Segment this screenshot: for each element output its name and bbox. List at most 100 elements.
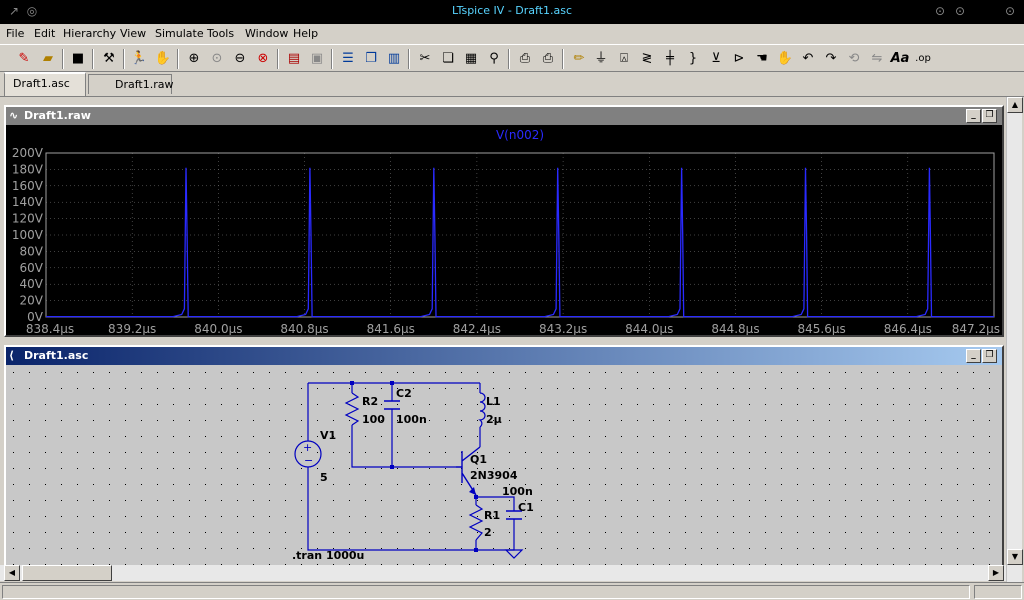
x-tick-label[interactable]: 847.2µs xyxy=(952,322,1000,335)
inductor-icon[interactable]: } xyxy=(688,51,698,66)
wire-icon[interactable]: ✏ xyxy=(573,51,585,66)
menu-hierarchy[interactable]: Hierarchy xyxy=(63,27,117,40)
ground-icon[interactable]: ⏚ xyxy=(594,51,608,66)
l1-value[interactable]: 2µ xyxy=(486,413,502,426)
mirror-icon[interactable]: ⇋ xyxy=(871,51,883,66)
resistor-icon[interactable]: ≷ xyxy=(641,51,653,66)
measure-icon[interactable]: ▣ xyxy=(310,51,324,66)
maximize-icon[interactable]: ⊙ xyxy=(954,4,966,18)
c2-value[interactable]: 100n xyxy=(396,413,427,426)
wire[interactable] xyxy=(307,467,476,551)
cut-icon[interactable]: ✂ xyxy=(419,51,431,66)
resistor-r2[interactable]: R2 100 xyxy=(344,392,385,426)
x-tick-label[interactable]: 843.2µs xyxy=(539,322,587,335)
component-icon[interactable]: ⊳ xyxy=(733,51,745,66)
trace-label[interactable]: V(n002) xyxy=(496,128,544,142)
restore-button[interactable]: ❐ xyxy=(982,109,997,123)
copy-icon[interactable]: ❏ xyxy=(442,51,454,66)
control-panel-icon[interactable]: ⚒ xyxy=(103,51,115,66)
x-tick-label[interactable]: 840.8µs xyxy=(280,322,328,335)
halt-icon[interactable]: ✋ xyxy=(154,51,172,66)
redo-icon[interactable]: ↷ xyxy=(825,51,837,66)
zoom-in-icon[interactable]: ⊕ xyxy=(188,51,200,66)
wire[interactable] xyxy=(351,425,456,468)
text-icon[interactable]: Aa xyxy=(890,51,910,66)
transistor-q1[interactable]: Q1 2N3904 xyxy=(456,446,518,496)
y-tick-label[interactable]: 180V xyxy=(12,162,44,176)
menu-window[interactable]: Window xyxy=(245,27,289,40)
drag-icon[interactable]: ✋ xyxy=(776,51,794,66)
new-schematic-icon[interactable]: ✎ xyxy=(18,51,30,66)
y-tick-label[interactable]: 200V xyxy=(12,146,44,160)
minimize-button[interactable]: _ xyxy=(966,349,981,363)
run-icon[interactable]: 🏃 xyxy=(130,51,148,66)
wire[interactable] xyxy=(476,496,515,511)
trace-v-n002[interactable] xyxy=(46,167,994,318)
print-preview-icon[interactable]: ⎙ xyxy=(519,51,531,66)
menu-file[interactable]: File xyxy=(6,27,25,40)
spice-directive[interactable]: .tran 1000u xyxy=(292,549,364,562)
r2-value[interactable]: 100 xyxy=(362,413,385,426)
tab-draft1-raw[interactable]: Draft1.raw xyxy=(88,74,173,94)
waveform-window-titlebar[interactable]: ∿ Draft1.raw _ ❐ xyxy=(6,107,1002,125)
c1-name[interactable]: C1 xyxy=(518,501,534,514)
label-icon[interactable]: ⍓ xyxy=(620,51,628,66)
minimize-button[interactable]: _ xyxy=(966,109,981,123)
menu-view[interactable]: View xyxy=(120,27,147,40)
inductor-l1[interactable]: L1 2µ xyxy=(478,392,502,428)
cascade-icon[interactable]: ❐ xyxy=(365,51,377,66)
schematic-window-titlebar[interactable]: ⟨ Draft1.asc _ ❐ xyxy=(6,347,1002,365)
q1-value[interactable]: 2N3904 xyxy=(470,469,518,482)
resistor-r1[interactable]: R1 2 xyxy=(468,504,500,541)
r1-name[interactable]: R1 xyxy=(484,509,500,522)
close-icon[interactable]: ⊙ xyxy=(1004,4,1016,18)
zoom-out-icon[interactable]: ⊖ xyxy=(234,51,246,66)
q1-name[interactable]: Q1 xyxy=(470,453,487,466)
y-tick-label[interactable]: 0V xyxy=(27,310,44,324)
x-tick-label[interactable]: 846.4µs xyxy=(884,322,932,335)
v1-value[interactable]: 5 xyxy=(320,471,328,484)
tile-horizontal-icon[interactable]: ☰ xyxy=(342,51,354,66)
r2-name[interactable]: R2 xyxy=(362,395,378,408)
c1-value[interactable]: 100n xyxy=(502,485,533,498)
x-tick-label[interactable]: 844.0µs xyxy=(625,322,673,335)
find-icon[interactable]: ⚲ xyxy=(489,51,499,66)
voltage-source-v1[interactable]: + − V1 5 xyxy=(294,429,336,484)
scroll-up-button[interactable]: ▲ xyxy=(1007,97,1023,113)
menu-tools[interactable]: Tools xyxy=(207,27,235,40)
x-tick-label[interactable]: 845.6µs xyxy=(798,322,846,335)
l1-name[interactable]: L1 xyxy=(486,395,501,408)
zoom-cancel-icon[interactable]: ⊗ xyxy=(257,51,269,66)
spice-directive-icon[interactable]: .op xyxy=(915,53,931,64)
capacitor-icon[interactable]: ╪ xyxy=(666,51,674,66)
window-menu-icon[interactable]: ◎ xyxy=(26,4,38,18)
paste-icon[interactable]: ▦ xyxy=(464,51,478,66)
y-tick-label[interactable]: 40V xyxy=(20,277,44,291)
move-icon[interactable]: ☚ xyxy=(756,51,768,66)
y-tick-label[interactable]: 80V xyxy=(20,244,44,258)
r1-value[interactable]: 2 xyxy=(484,526,492,539)
x-tick-label[interactable]: 844.8µs xyxy=(711,322,759,335)
y-tick-label[interactable]: 100V xyxy=(12,228,44,242)
x-tick-label[interactable]: 838.4µs xyxy=(26,322,74,335)
vertical-scrollbar[interactable]: ▲ ▼ xyxy=(1006,97,1023,583)
scroll-right-button[interactable]: ▶ xyxy=(988,565,1004,581)
diode-icon[interactable]: ⊻ xyxy=(711,51,721,66)
v1-name[interactable]: V1 xyxy=(320,429,336,442)
restore-button[interactable]: ❐ xyxy=(982,349,997,363)
scroll-thumb[interactable] xyxy=(22,565,112,581)
undo-icon[interactable]: ↶ xyxy=(802,51,814,66)
x-tick-label[interactable]: 842.4µs xyxy=(453,322,501,335)
horizontal-scrollbar[interactable]: ◀ ▶ xyxy=(0,565,1006,581)
y-tick-label[interactable]: 20V xyxy=(20,294,44,308)
capacitor-c2[interactable]: C2 100n xyxy=(384,387,427,426)
menu-edit[interactable]: Edit xyxy=(34,27,56,40)
minimize-icon[interactable]: ⊙ xyxy=(934,4,946,18)
y-tick-label[interactable]: 60V xyxy=(20,261,44,275)
pan-icon[interactable]: ⊙ xyxy=(211,51,223,66)
save-icon[interactable]: ■ xyxy=(71,51,85,66)
c2-name[interactable]: C2 xyxy=(396,387,412,400)
open-icon[interactable]: ▰ xyxy=(43,51,53,66)
capacitor-c1[interactable]: 100n C1 xyxy=(502,485,534,520)
